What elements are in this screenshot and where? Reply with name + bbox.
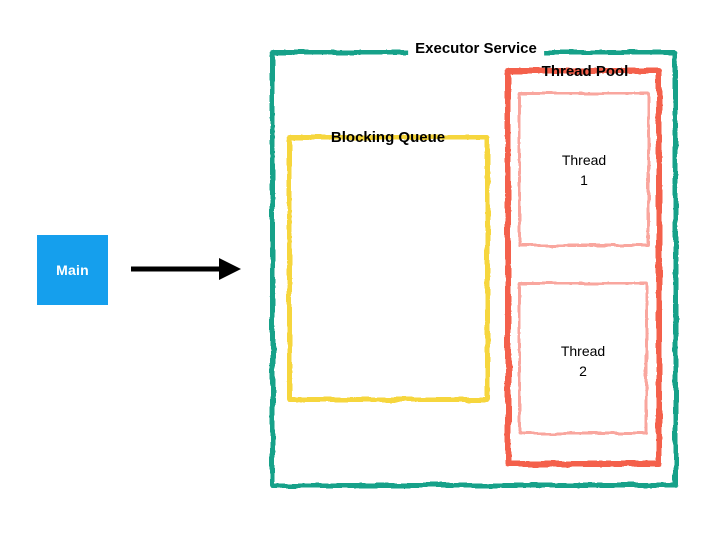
thread-pool-label: Thread Pool — [541, 63, 629, 80]
thread-1-box — [518, 92, 650, 247]
main-box-label: Main — [56, 262, 89, 278]
main-box: Main — [37, 235, 108, 305]
blocking-queue-box — [287, 135, 490, 402]
thread-pool-box — [505, 68, 662, 467]
blocking-queue-label: Blocking Queue — [330, 129, 446, 146]
arrow-main-to-executor — [131, 258, 241, 280]
executor-service-label: Executor Service — [408, 41, 544, 57]
thread-2-label: Thread 2 — [561, 341, 605, 381]
thread-2-box — [518, 282, 648, 435]
thread-2-label-line1: Thread — [560, 343, 606, 359]
thread-2-label-line2: 2 — [579, 363, 587, 379]
thread-1-label: Thread 1 — [562, 150, 606, 190]
thread-1-label-line2: 1 — [580, 172, 588, 188]
thread-1-label-line1: Thread — [561, 152, 607, 168]
